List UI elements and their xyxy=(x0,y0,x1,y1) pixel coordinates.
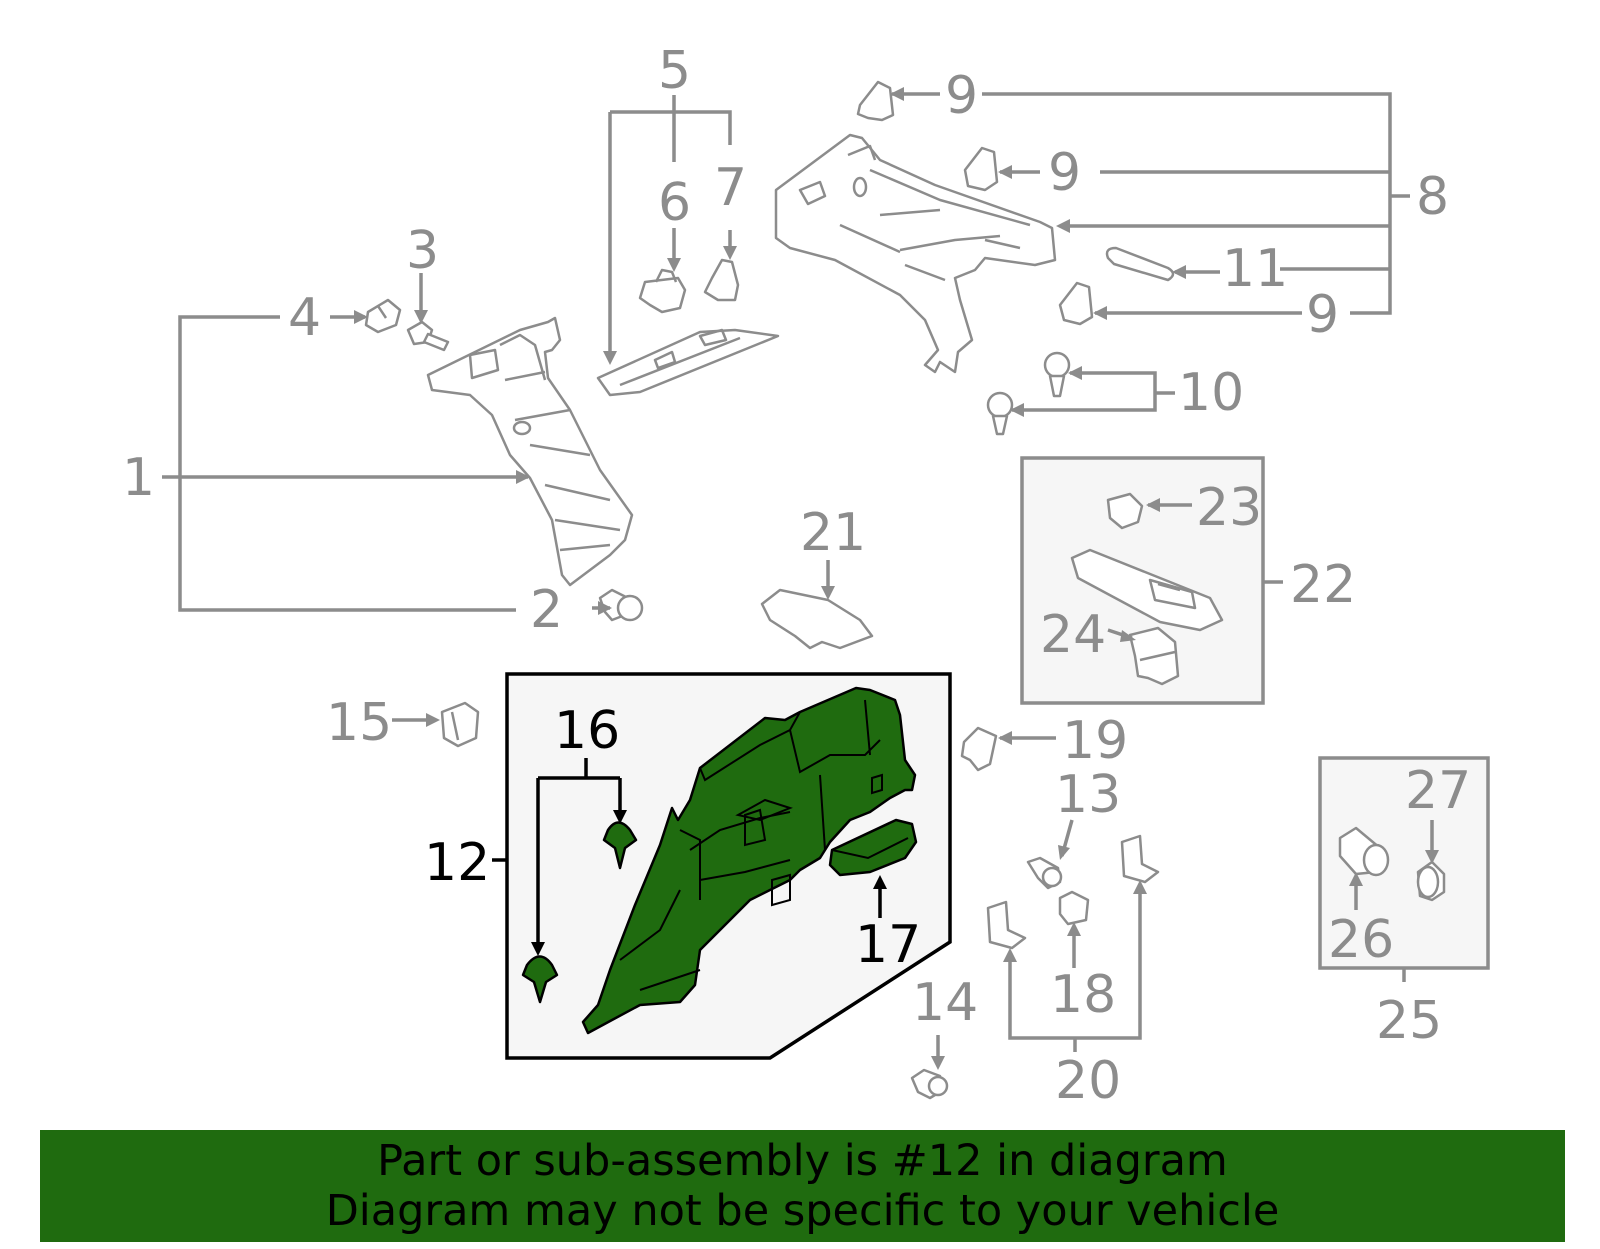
callout-18[interactable]: 18 xyxy=(1050,965,1116,1025)
callout-22[interactable]: 22 xyxy=(1290,555,1356,615)
switch-part-24[interactable] xyxy=(1128,626,1180,686)
clip-part-9-a[interactable] xyxy=(856,80,895,122)
callout-17[interactable]: 17 xyxy=(855,915,921,975)
leader-lines xyxy=(162,92,1434,1066)
callout-25[interactable]: 25 xyxy=(1376,991,1442,1051)
cover-part-21[interactable] xyxy=(760,588,874,650)
banner-line-1: Part or sub-assembly is #12 in diagram xyxy=(377,1136,1228,1186)
clip-part-2[interactable] xyxy=(598,588,644,622)
callout-27[interactable]: 27 xyxy=(1405,761,1471,821)
callout-26[interactable]: 26 xyxy=(1328,910,1394,970)
clip-part-13[interactable] xyxy=(1026,856,1063,890)
callout-9-c[interactable]: 9 xyxy=(1306,285,1339,345)
back-panel-part-8[interactable] xyxy=(774,133,1057,374)
banner-line-2: Diagram may not be specific to your vehi… xyxy=(325,1186,1280,1236)
pillar-trim-part-1[interactable] xyxy=(426,316,634,587)
callout-16[interactable]: 16 xyxy=(554,701,620,761)
callout-11[interactable]: 11 xyxy=(1222,239,1288,299)
clip-part-7[interactable] xyxy=(703,258,740,302)
clip-part-10-b[interactable] xyxy=(986,391,1014,436)
callout-12[interactable]: 12 xyxy=(424,833,490,893)
cover-part-17[interactable] xyxy=(828,818,918,877)
callout-20[interactable]: 20 xyxy=(1055,1051,1121,1111)
callout-21[interactable]: 21 xyxy=(800,503,866,563)
callout-8[interactable]: 8 xyxy=(1416,167,1449,227)
callout-2[interactable]: 2 xyxy=(530,580,563,640)
callout-23[interactable]: 23 xyxy=(1196,478,1262,538)
callout-6[interactable]: 6 xyxy=(658,173,691,233)
clip-part-18[interactable] xyxy=(1058,890,1090,926)
clip-part-9-b[interactable] xyxy=(963,146,999,192)
clip-part-16-a[interactable] xyxy=(602,821,638,870)
clip-part-9-c[interactable] xyxy=(1058,281,1094,326)
callout-7[interactable]: 7 xyxy=(714,158,747,218)
seal-part-11[interactable] xyxy=(1105,246,1175,282)
callout-15[interactable]: 15 xyxy=(326,693,392,753)
clip-part-23[interactable] xyxy=(1106,492,1144,530)
callout-10[interactable]: 10 xyxy=(1178,363,1244,423)
clip-part-4[interactable] xyxy=(364,298,402,334)
callout-1[interactable]: 1 xyxy=(122,448,155,508)
bracket-part-20-a[interactable] xyxy=(986,900,1027,950)
callout-24[interactable]: 24 xyxy=(1040,605,1106,665)
callout-19[interactable]: 19 xyxy=(1062,711,1128,771)
callout-9-a[interactable]: 9 xyxy=(945,66,978,126)
arrowheads-highlight xyxy=(531,810,887,956)
screw-part-3[interactable] xyxy=(406,320,450,352)
quarter-trim-part-12[interactable] xyxy=(581,686,917,1035)
callout-5[interactable]: 5 xyxy=(658,41,691,101)
clip-part-16-b[interactable] xyxy=(521,955,559,1004)
callout-13[interactable]: 13 xyxy=(1055,765,1121,825)
bracket-part-6[interactable] xyxy=(638,268,687,314)
callout-9-b[interactable]: 9 xyxy=(1048,143,1081,203)
rail-part-5[interactable] xyxy=(596,328,780,397)
callout-4[interactable]: 4 xyxy=(288,288,321,348)
bracket-part-20-b[interactable] xyxy=(1120,834,1160,884)
arrowheads xyxy=(354,87,1439,1070)
switch-panel-part-22[interactable] xyxy=(1070,548,1224,632)
clip-part-19[interactable] xyxy=(960,726,998,772)
clip-part-10-a[interactable] xyxy=(1043,351,1071,398)
clip-part-15[interactable] xyxy=(440,701,480,748)
info-banner: Part or sub-assembly is #12 in diagram D… xyxy=(40,1130,1565,1242)
callout-labels: 1 2 3 4 5 6 7 8 9 9 9 10 11 12 13 14 15 … xyxy=(122,41,1471,1111)
callout-14[interactable]: 14 xyxy=(912,973,978,1033)
clip-part-14[interactable] xyxy=(910,1068,949,1100)
cap-part-27[interactable] xyxy=(1416,860,1446,902)
callout-3[interactable]: 3 xyxy=(406,221,439,281)
socket-part-26[interactable] xyxy=(1338,826,1390,877)
